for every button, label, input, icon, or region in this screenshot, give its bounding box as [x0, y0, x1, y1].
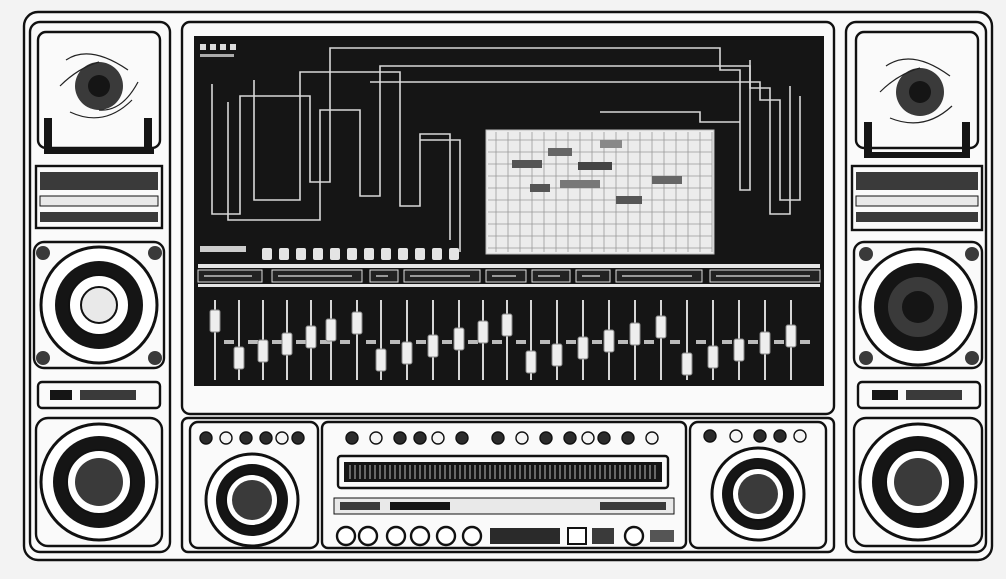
right-speaker-tower [844, 20, 988, 554]
transport-controls [335, 525, 674, 547]
center-knob-row [345, 431, 659, 445]
left-bass-speaker-icon [34, 416, 164, 548]
left-knob-row [199, 431, 305, 445]
right-bass-speaker-icon [852, 416, 984, 548]
control-deck [180, 416, 836, 554]
right-deck-speaker-icon [710, 446, 806, 542]
right-tweeter-icon [879, 58, 953, 124]
status-dots-icon [200, 44, 236, 57]
tape-slot [336, 454, 670, 490]
right-knob-row [703, 429, 807, 443]
left-tweeter-icon [59, 53, 139, 119]
center-display [180, 20, 836, 416]
left-midrange-speaker-icon [32, 240, 166, 370]
signal-trace-lines [211, 47, 801, 252]
left-speaker-tower [28, 20, 172, 554]
left-deck-speaker-icon [204, 452, 300, 548]
mixer-faders [209, 300, 810, 380]
sequencer-grid [485, 129, 715, 255]
right-midrange-speaker-icon [852, 240, 984, 370]
screen-button-row [200, 246, 459, 260]
screen-tab-strip [197, 269, 821, 283]
